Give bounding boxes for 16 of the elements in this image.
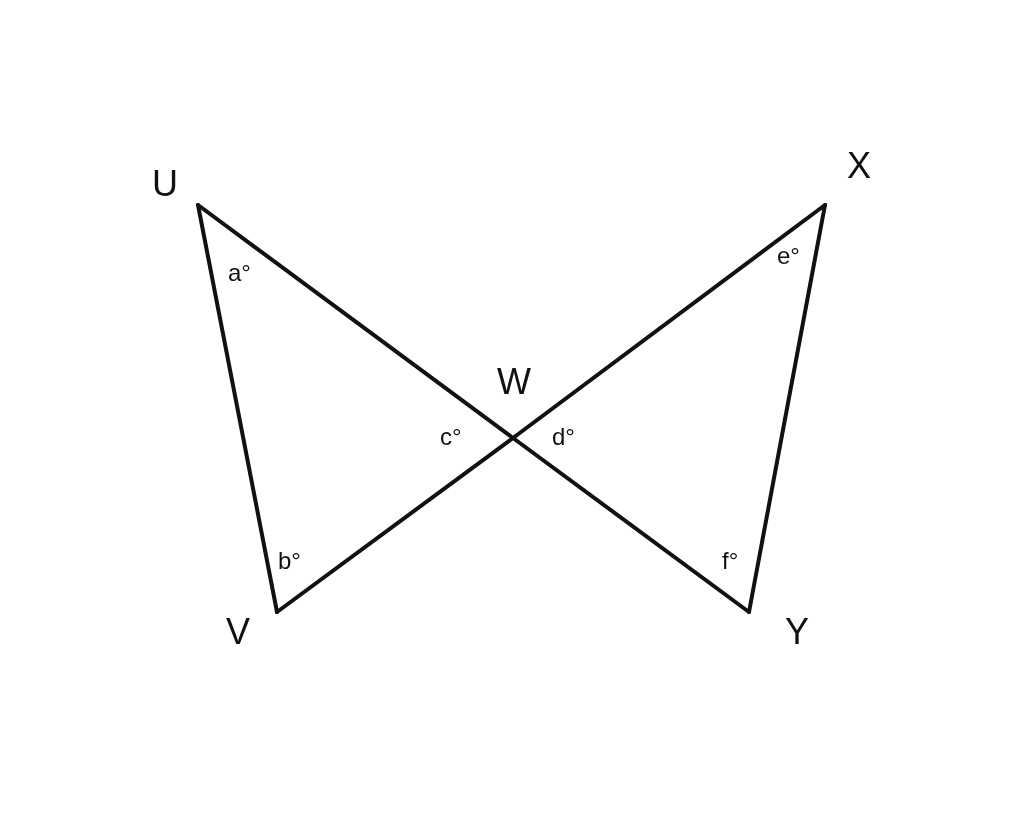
line-segment	[196, 203, 515, 440]
angle-label: d°	[552, 424, 575, 450]
vertex-label: W	[497, 364, 531, 400]
vertex-label: V	[226, 614, 250, 650]
angle-label: c°	[440, 424, 462, 450]
line-segment	[275, 436, 515, 614]
angle-label: e°	[777, 243, 800, 269]
angle-label: b°	[278, 548, 301, 574]
angle-label: a°	[228, 260, 251, 286]
line-segment	[747, 203, 827, 614]
vertex-label: X	[847, 148, 871, 184]
vertex-label: Y	[785, 614, 809, 650]
vertex-label: U	[152, 166, 178, 202]
angle-label: f°	[722, 548, 739, 574]
line-segment	[511, 436, 751, 614]
line-segment	[196, 203, 279, 614]
